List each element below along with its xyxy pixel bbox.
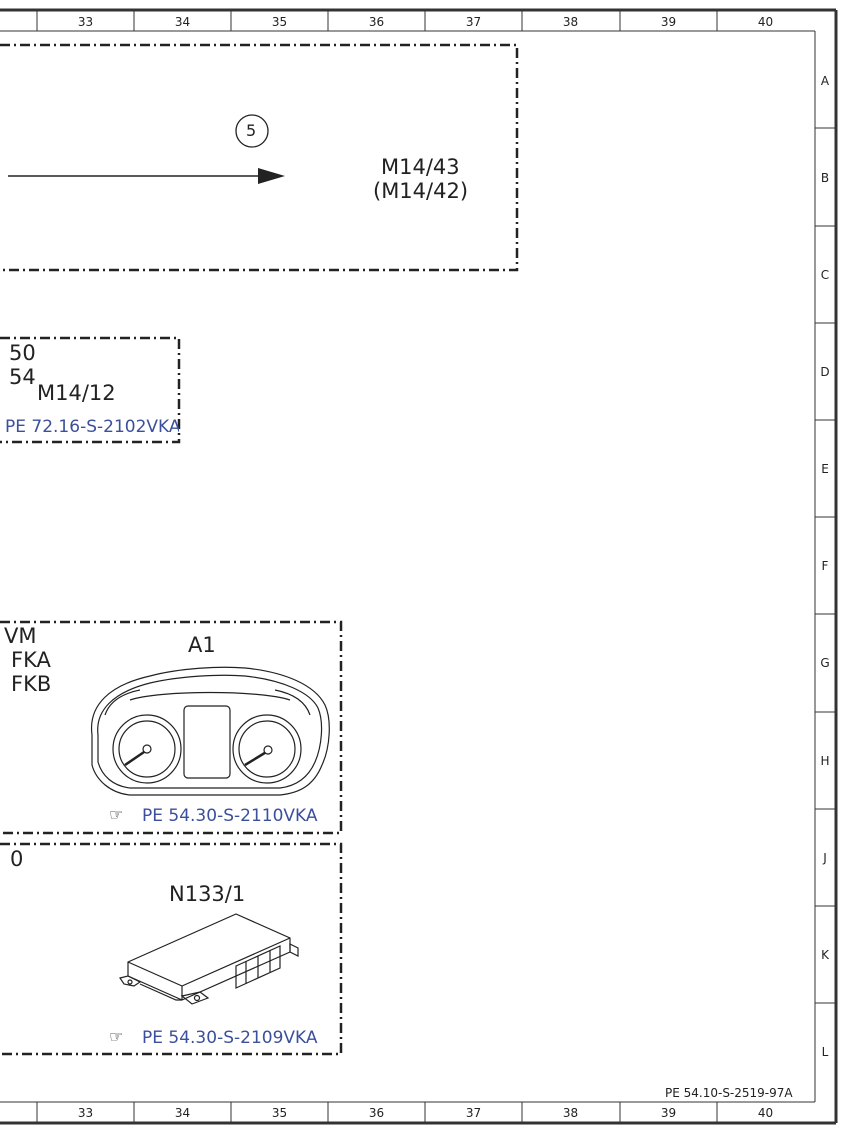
column-number: 40 [757, 1106, 774, 1120]
drawing-id: PE 54.10-S-2519-97A [665, 1086, 793, 1100]
reference-link[interactable]: PE 72.16-S-2102VKA [5, 419, 179, 436]
row-letter: G [820, 656, 830, 670]
row-letter: J [823, 851, 827, 865]
row-letter: E [821, 462, 829, 476]
box1-outline [0, 43, 519, 272]
pin-label: 0 [10, 847, 24, 871]
row-letter: K [821, 948, 829, 962]
row-letter: D [820, 365, 830, 379]
component-alt-id: (M14/42) [373, 179, 469, 203]
control-unit-icon [119, 913, 299, 1005]
pin-label: VM [4, 626, 37, 647]
box3-outline [0, 620, 343, 835]
row-letter: C [820, 268, 830, 282]
pin-label: FKB [11, 672, 52, 696]
column-number: 35 [271, 15, 288, 29]
column-number: 39 [660, 15, 677, 29]
component-id: M14/43 [381, 155, 460, 179]
column-number: 38 [562, 15, 579, 29]
box4-outline [0, 842, 343, 1056]
column-number: 34 [174, 1106, 191, 1120]
column-number: 37 [465, 15, 482, 29]
reference-link[interactable]: PE 54.30-S-2109VKA [142, 1028, 318, 1048]
row-letter: F [821, 559, 829, 573]
box2-outline [0, 336, 181, 444]
pin-label: 54 [9, 365, 36, 389]
hand-pointer-icon: ☞ [109, 1027, 124, 1046]
component-id: N133/1 [169, 882, 246, 906]
column-number: 37 [465, 1106, 482, 1120]
circle-marker-label: 5 [246, 121, 257, 140]
column-number: 33 [77, 15, 94, 29]
column-number: 35 [271, 1106, 288, 1120]
pin-label: FKA [11, 648, 51, 672]
pin-label: 50 [9, 341, 36, 365]
row-letter: A [820, 74, 830, 88]
reference-link[interactable]: PE 54.30-S-2110VKA [142, 806, 318, 826]
column-number: 36 [368, 1106, 385, 1120]
row-letter: H [820, 754, 830, 768]
row-letter: L [821, 1045, 829, 1059]
column-number: 33 [77, 1106, 94, 1120]
row-letter: B [820, 171, 830, 185]
arrow-head-icon [258, 168, 285, 184]
hand-pointer-icon: ☞ [109, 805, 124, 824]
column-number: 34 [174, 15, 191, 29]
column-number: 40 [757, 15, 774, 29]
instrument-cluster-icon [90, 666, 330, 796]
component-id: A1 [188, 633, 216, 657]
column-number: 36 [368, 15, 385, 29]
component-id: M14/12 [37, 381, 116, 405]
circle-marker [235, 114, 269, 148]
column-number: 39 [660, 1106, 677, 1120]
column-number: 38 [562, 1106, 579, 1120]
